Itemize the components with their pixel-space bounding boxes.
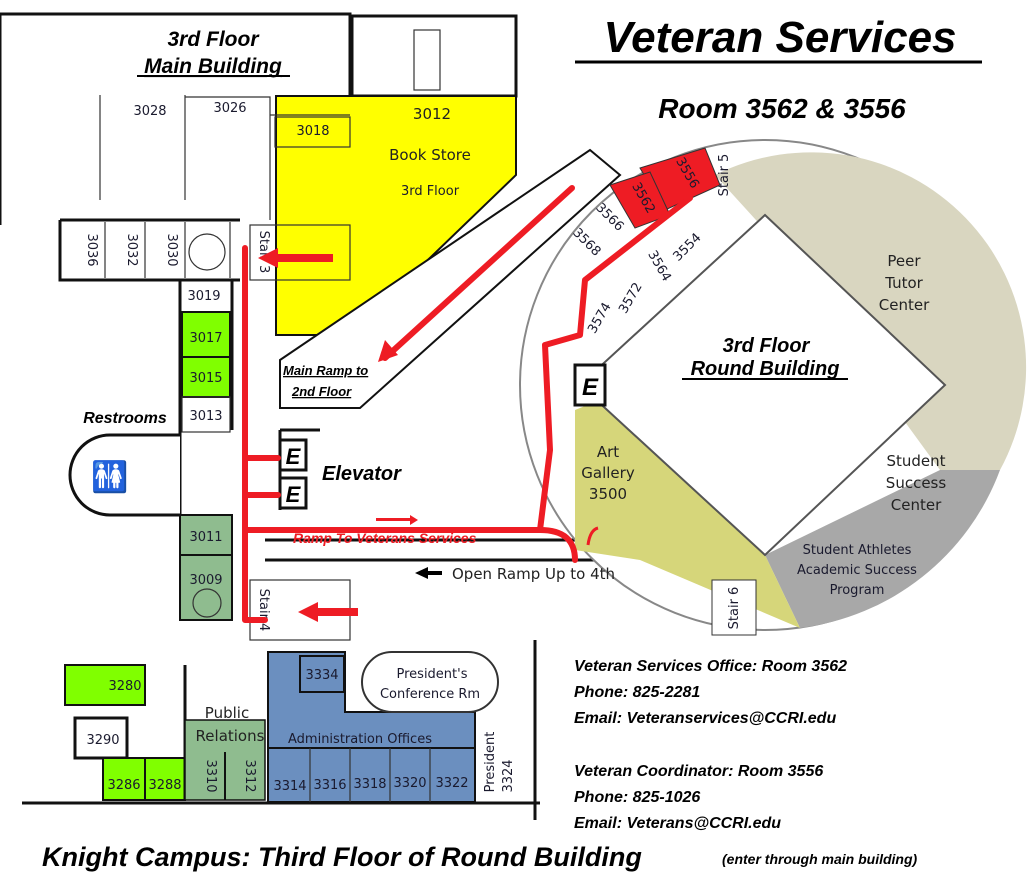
room-3019: 3019: [187, 289, 220, 304]
room-3318: 3318: [353, 777, 386, 792]
room-3286: 3286: [107, 778, 140, 793]
contact-info: Veteran Services Office: Room 3562 Phone…: [574, 658, 847, 832]
stair-5: Stair 5: [717, 154, 732, 197]
room-athletes-3: Program: [830, 583, 885, 598]
restroom-icon: 🚻: [91, 459, 128, 494]
elevator-label: Elevator: [322, 463, 402, 485]
route-arrows: [258, 248, 599, 622]
open-ramp-label: Open Ramp Up to 4th: [452, 565, 615, 583]
room-success-1: Student: [886, 452, 945, 470]
main-building-label-2: Main Building: [144, 55, 282, 78]
room-3032: 3032: [124, 233, 139, 266]
coordinator-office: Veteran Coordinator: Room 3556: [574, 763, 823, 780]
main-building-label-1: 3rd Floor: [167, 28, 260, 51]
ramp-to-veterans-label: Ramp To Veterans Services: [293, 530, 477, 546]
stair-3: Stair 3: [256, 231, 271, 274]
presidents-conference-room: [361, 651, 499, 713]
contact-email-link[interactable]: Email: Veteranservices@CCRI.edu: [574, 710, 836, 727]
room-3036: 3036: [84, 233, 99, 266]
round-building-label-1: 3rd Floor: [723, 335, 811, 357]
room-president: President: [483, 732, 498, 793]
footer-title: Knight Campus: Third Floor of Round Buil…: [42, 842, 642, 872]
room-peer-1: Peer: [887, 252, 921, 270]
footer-note: (enter through main building): [722, 851, 918, 867]
room-art-2: Gallery: [581, 464, 635, 482]
room-3013: 3013: [189, 409, 222, 424]
room-3015: 3015: [189, 371, 222, 386]
room-3012: 3012: [413, 105, 451, 123]
room-relations: Relations: [196, 727, 265, 745]
room-3312: 3312: [242, 759, 257, 792]
main-ramp-label-1: Main Ramp to: [283, 363, 368, 378]
room-3030: 3030: [164, 233, 179, 266]
room-public: Public: [205, 704, 249, 722]
room-3026: 3026: [213, 101, 246, 116]
room-3028: 3028: [133, 104, 166, 119]
main-ramp: [279, 148, 622, 409]
room-conf-2: Conference Rm: [380, 687, 480, 702]
coordinator-email-link[interactable]: Email: Veterans@CCRI.edu: [574, 815, 781, 832]
room-success-3: Center: [891, 496, 942, 514]
main-ramp-label-2: 2nd Floor: [291, 384, 352, 399]
room-3288: 3288: [148, 778, 181, 793]
room-3017: 3017: [189, 331, 222, 346]
bookstore-room: [275, 95, 517, 336]
room-peer-3: Center: [879, 296, 930, 314]
room-art-1: Art: [597, 443, 619, 461]
elevator-icon-2: E: [286, 482, 302, 507]
room-athletes-2: Academic Success: [797, 563, 917, 578]
room-art-3: 3500: [589, 485, 627, 503]
room-3011: 3011: [189, 530, 222, 545]
route-to-veterans-services: [242, 185, 693, 623]
room-bookstore-floor: 3rd Floor: [401, 184, 460, 199]
main-building: 3012 Book Store 3rd Floor 3rd Floor Main…: [0, 12, 622, 820]
room-bookstore: Book Store: [389, 146, 471, 164]
room-3334: 3334: [305, 668, 338, 683]
room-3324: 3324: [501, 759, 516, 792]
room-3310: 3310: [203, 759, 218, 792]
round-building: 3556 3562 Stair 5 3566 3568 3554 3564 35…: [519, 139, 1027, 636]
room-3322: 3322: [435, 776, 468, 791]
contact-office: Veteran Services Office: Room 3562: [574, 658, 847, 675]
room-3316: 3316: [313, 778, 346, 793]
stair-6: Stair 6: [727, 587, 742, 630]
room-3018: 3018: [296, 124, 329, 139]
coordinator-phone: Phone: 825-1026: [574, 789, 700, 806]
elevator-icon: E: [286, 444, 302, 469]
room-admin-offices: Administration Offices: [288, 732, 432, 747]
room-athletes-1: Student Athletes: [803, 543, 912, 558]
stair-4: Stair 4: [256, 589, 271, 632]
map-title: Veteran Services: [603, 13, 956, 62]
restroom-area: [68, 433, 180, 517]
room-peer-2: Tutor: [884, 274, 923, 292]
room-3280: 3280: [108, 679, 141, 694]
room-restrooms: Restrooms: [83, 410, 167, 427]
room-conf-1: President's: [397, 667, 468, 682]
room-success-2: Success: [886, 474, 947, 492]
room-3290: 3290: [86, 733, 119, 748]
round-building-label-2: Round Building: [691, 358, 840, 380]
rooms-heading: Room 3562 & 3556: [658, 93, 906, 124]
room-3314: 3314: [273, 779, 306, 794]
room-3320: 3320: [393, 776, 426, 791]
open-ramp-arrow-icon: [415, 567, 428, 579]
room-3009: 3009: [189, 573, 222, 588]
elevator-icon-3: E: [582, 374, 599, 401]
contact-phone: Phone: 825-2281: [574, 684, 700, 701]
